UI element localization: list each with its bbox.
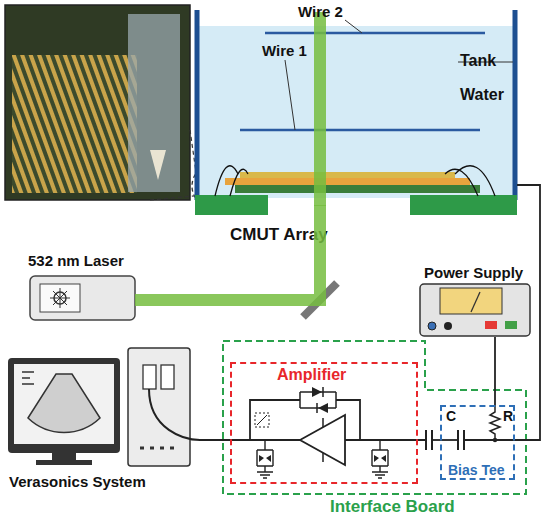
wire-2-line	[265, 32, 485, 35]
screen-marks	[22, 372, 34, 384]
bond-wire	[230, 169, 248, 196]
water-fill	[199, 26, 513, 198]
leader-line	[285, 60, 295, 130]
inset-bond-pads	[12, 55, 137, 193]
clamp-diodes-ground	[372, 440, 388, 478]
laser-node: 532 nm Laser	[25, 248, 135, 323]
wire-1-line	[240, 129, 480, 132]
power-button	[485, 321, 497, 329]
junction-dot	[493, 438, 497, 442]
mirror	[300, 280, 340, 320]
ultrasound-fan	[28, 374, 100, 432]
amplifier-symbol	[300, 415, 345, 465]
cmut-layer	[240, 172, 455, 178]
component-label: C	[446, 408, 456, 424]
laser-beam-in-tank	[314, 12, 326, 206]
switch-symbol	[255, 413, 269, 427]
bias-capacitor	[458, 430, 464, 450]
power-button	[505, 321, 517, 329]
zoom-leader	[150, 196, 194, 200]
inset-chip	[128, 14, 180, 192]
monitor-screen	[14, 364, 114, 444]
monitor-frame	[8, 358, 120, 453]
tank-wall	[195, 10, 200, 200]
probe-cable	[149, 389, 200, 440]
meter-needle	[471, 292, 480, 312]
power-supply-node: Power Supply	[418, 262, 532, 337]
diode-pair-wires	[300, 392, 336, 408]
system-tower	[128, 348, 190, 466]
component-label: R	[503, 408, 513, 424]
meter-face	[440, 288, 502, 314]
data-cable	[200, 439, 230, 441]
node-label: 532 nm Laser	[28, 252, 124, 269]
node-label: Water	[460, 86, 504, 104]
monitor-stand	[52, 453, 76, 461]
cmut-layer	[235, 185, 480, 193]
inset-probe	[150, 150, 166, 180]
verasonics-node: Verasonics System	[5, 345, 200, 495]
inset-photo	[5, 5, 190, 200]
tank-wall	[513, 10, 518, 200]
tank-node: TankWater	[195, 10, 517, 205]
node-label: Amplifier	[277, 366, 346, 384]
tower-slot	[161, 365, 174, 389]
tower-indicators	[140, 447, 174, 450]
resistor-symbol	[490, 405, 500, 440]
power-supply-body	[420, 284, 530, 336]
switch-blade	[257, 415, 267, 425]
node-label: Interface Board	[330, 497, 455, 517]
laser-beam	[135, 205, 320, 300]
laser-emblem-rays	[50, 288, 70, 308]
node-label: CMUT Array	[230, 225, 328, 245]
coupling-capacitor	[426, 430, 432, 450]
laser-panel	[40, 284, 80, 312]
clamp-diodes	[374, 455, 386, 462]
cmut-layer	[225, 178, 470, 185]
tower-slot	[143, 365, 156, 389]
interface-board-band: AmplifierBias TeeInterface Board	[222, 340, 527, 495]
node-label: Bias Tee	[448, 462, 505, 478]
wire-label: Wire 1	[262, 42, 307, 59]
signal-wire	[515, 185, 540, 440]
diode-pair	[312, 387, 328, 413]
pcb-board	[410, 195, 517, 215]
leader-line	[345, 20, 362, 33]
node-label: Tank	[460, 52, 496, 70]
monitor-base	[36, 460, 92, 465]
pcb-board	[195, 195, 268, 215]
signal-line	[432, 439, 458, 441]
terminal	[444, 322, 452, 330]
node-label: Power Supply	[424, 264, 523, 281]
bias-wire	[494, 337, 496, 405]
laser-body	[30, 276, 135, 320]
signal-line	[345, 439, 426, 441]
clamp-diodes-ground	[257, 440, 273, 478]
diode-bars	[317, 387, 323, 413]
cmut-array-node: CMUT Array	[195, 155, 517, 245]
node-label: Verasonics System	[9, 473, 146, 490]
clamp-diodes	[259, 455, 271, 462]
terminal	[428, 322, 436, 330]
amplifier-box: Amplifier	[230, 362, 418, 484]
signal-line	[464, 439, 515, 441]
wire-label: Wire 2	[298, 3, 343, 20]
band-border	[223, 341, 526, 494]
amplifier-supply	[322, 418, 324, 462]
bond-wire	[445, 169, 478, 196]
